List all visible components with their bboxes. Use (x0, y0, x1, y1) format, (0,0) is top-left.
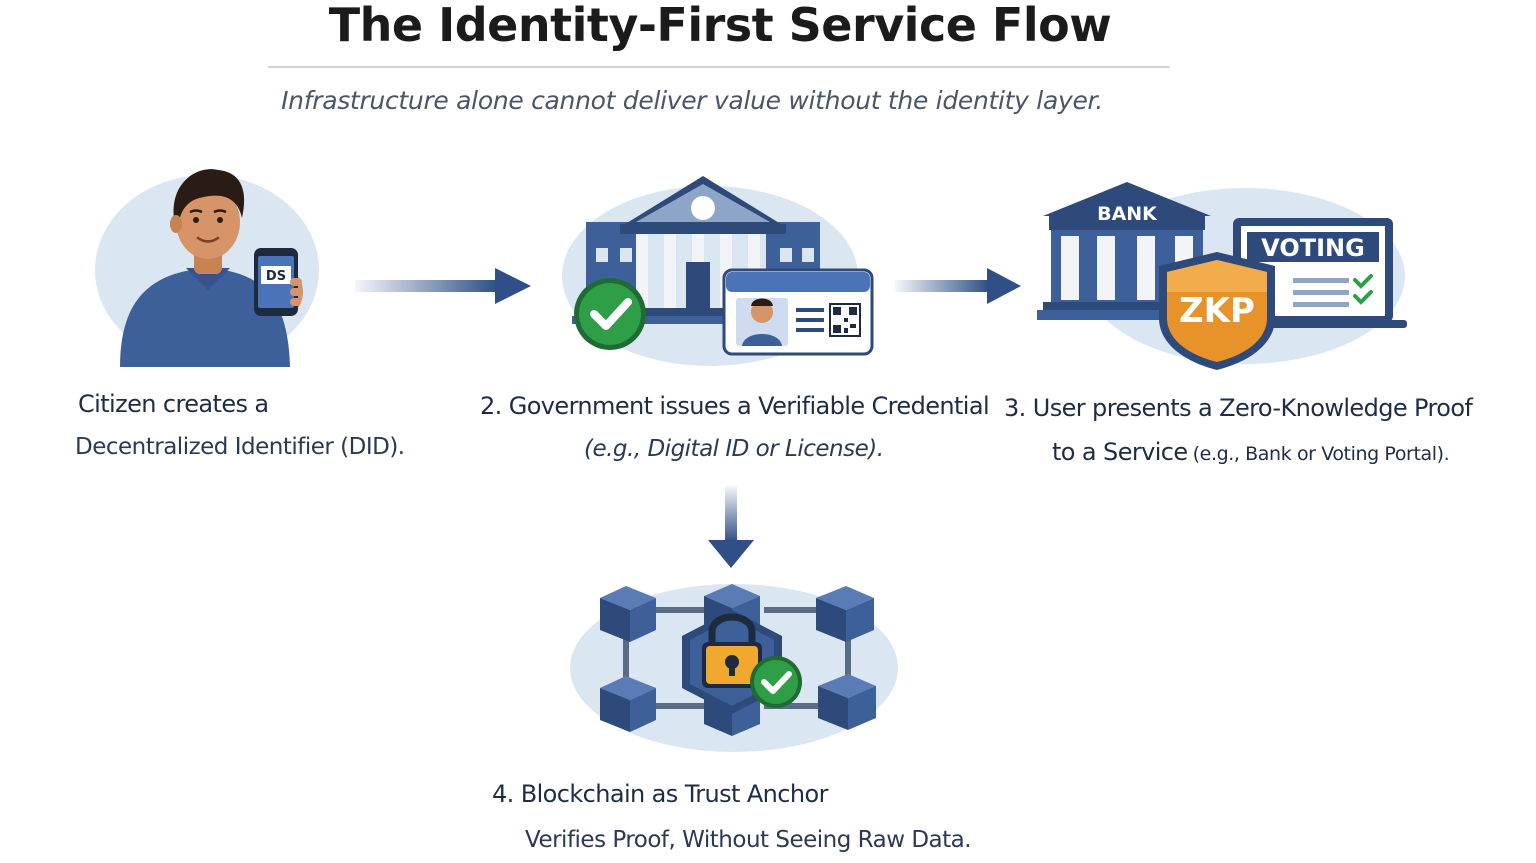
step4-caption-line1: 4. Blockchain as Trust Anchor (492, 780, 828, 808)
zkp-shield-icon: ZKP (1159, 252, 1275, 370)
padlock-icon (702, 613, 762, 688)
step2-caption-line1: 2. Government issues a Verifiable Creden… (480, 392, 990, 420)
step1-caption-line2: Decentralized Identifier (DID). (75, 434, 405, 460)
svg-text:ZKP: ZKP (1179, 291, 1255, 331)
citizen-illustration: DS (95, 169, 319, 367)
page-title: The Identity-First Service Flow (328, 0, 1112, 52)
flow-arrow-right-1 (355, 268, 531, 304)
smartphone-icon: DS (254, 248, 298, 316)
blockchain-illustration (570, 584, 898, 752)
bank-building-icon: BANK (1037, 182, 1219, 320)
step2-caption-line2: (e.g., Digital ID or License). (584, 436, 884, 462)
qr-code-icon (829, 303, 861, 337)
svg-text:VOTING: VOTING (1261, 234, 1365, 262)
flow-arrow-down (708, 486, 754, 568)
step1-caption-line1: Citizen creates a (78, 390, 269, 418)
service-illustration: BANK VOTING ZKP (1037, 182, 1407, 370)
citizen-icon (120, 169, 290, 367)
title-divider (268, 66, 1170, 68)
checkmark-badge-icon (750, 656, 802, 708)
checkmark-badge-icon (574, 278, 646, 350)
svg-text:DS: DS (266, 269, 286, 284)
step3-caption-note: (e.g., Bank or Voting Portal). (1192, 443, 1450, 465)
step4-caption-line2: Verifies Proof, Without Seeing Raw Data. (525, 827, 972, 853)
id-card-icon (722, 268, 874, 356)
step3-caption-line1: 3. User presents a Zero-Knowledge Proof (1004, 394, 1473, 422)
step3-caption-main: to a Service (1052, 438, 1188, 466)
svg-text:BANK: BANK (1097, 203, 1158, 225)
step3-caption-line2: to a Service (e.g., Bank or Voting Porta… (1052, 438, 1450, 466)
page-subtitle: Infrastructure alone cannot deliver valu… (281, 86, 1103, 115)
blockchain-blocks-icon (600, 584, 876, 736)
flow-arrow-right-2 (895, 268, 1021, 304)
government-illustration (562, 176, 874, 366)
